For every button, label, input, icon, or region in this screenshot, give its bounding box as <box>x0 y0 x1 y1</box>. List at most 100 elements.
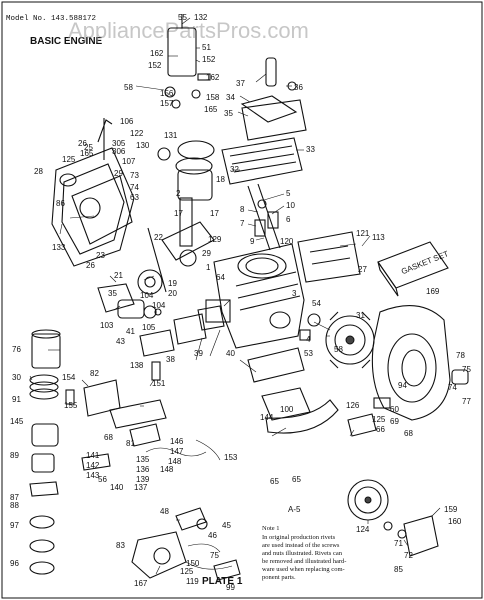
callout-34: 34 <box>226 93 235 102</box>
callout-58: 58 <box>124 83 133 92</box>
callout-55: 55 <box>178 13 187 22</box>
callout-56: 56 <box>98 475 107 484</box>
callout-165b: 165 <box>80 149 94 158</box>
model-number: Model No. 143.588172 <box>6 15 96 23</box>
callout-86: 86 <box>56 199 65 208</box>
callout-25: 25 <box>84 143 93 152</box>
callout-5: 5 <box>286 189 291 198</box>
callout-148: 148 <box>168 457 182 466</box>
callout-48: 48 <box>160 507 169 516</box>
callout-6: 6 <box>286 215 291 224</box>
callout-154: 154 <box>62 373 76 382</box>
callout-65b: 65 <box>270 477 279 486</box>
callout-18: 18 <box>216 175 225 184</box>
callout-41: 41 <box>126 327 135 336</box>
part-gear <box>137 269 163 295</box>
callout-89: 89 <box>10 451 19 460</box>
note-line-5: ware used when replacing com- <box>262 566 345 573</box>
callout-305: 305 <box>112 139 126 148</box>
callout-26b: 26 <box>86 261 95 270</box>
callout-39: 39 <box>194 349 203 358</box>
callout-10: 10 <box>286 201 295 210</box>
note-line-6: ponent parts. <box>262 574 296 581</box>
callout-29: 29 <box>114 169 123 178</box>
callout-77: 77 <box>462 397 471 406</box>
callout-139: 139 <box>136 475 150 484</box>
part-oil-shield <box>265 399 339 434</box>
callout-73: 73 <box>130 171 139 180</box>
callout-43: 43 <box>116 337 125 346</box>
callout-107: 107 <box>122 157 136 166</box>
gasket-set-label: GASKET SET <box>400 249 450 276</box>
callout-122: 122 <box>130 129 144 138</box>
callout-23: 23 <box>96 251 105 260</box>
callout-75b: 75 <box>210 551 219 560</box>
callout-46: 46 <box>208 531 217 540</box>
part-cylinder-block <box>213 243 305 349</box>
callout-68b: 68 <box>104 433 113 442</box>
callout-165: 165 <box>204 105 218 114</box>
callout-137: 137 <box>134 483 148 492</box>
callout-97: 97 <box>10 521 19 530</box>
callout-68: 68 <box>404 429 413 438</box>
callout-30: 30 <box>12 373 21 382</box>
callout-103: 103 <box>100 321 114 330</box>
callout-147: 147 <box>170 447 184 456</box>
callout-8: 8 <box>240 205 245 214</box>
callout-4: 4 <box>306 335 311 344</box>
part-blower-housing <box>371 305 451 421</box>
callout-1: 1 <box>206 263 211 272</box>
callout-129: 129 <box>208 235 222 244</box>
note-line-1: In original production rivets <box>262 534 336 541</box>
watermark: AppliancePartsPros.com <box>68 18 309 43</box>
callout-133: 133 <box>52 243 66 252</box>
callout-33: 33 <box>306 145 315 154</box>
callout-152b: 152 <box>148 61 162 70</box>
part-fuel-tank-bracket <box>297 231 361 283</box>
callout-104c: 104 <box>152 301 166 310</box>
callout-32: 32 <box>230 165 239 174</box>
part-piston <box>177 169 213 201</box>
callout-17b: 17 <box>210 209 219 218</box>
callout-156: 156 <box>160 89 174 98</box>
callout-83: 83 <box>116 541 125 550</box>
callout-144: 144 <box>260 413 274 422</box>
callout-131: 131 <box>164 131 178 140</box>
callout-7: 7 <box>240 219 245 228</box>
callout-143: 143 <box>86 471 100 480</box>
callout-45: 45 <box>222 521 231 530</box>
callout-2: 2 <box>176 189 181 198</box>
note-line-2: are used instead of the screws <box>262 542 340 549</box>
callout-125c: 125 <box>180 567 194 576</box>
part-crankcase-cover <box>51 147 135 267</box>
callout-151: 151 <box>152 379 166 388</box>
callout-148b: 148 <box>160 465 174 474</box>
callout-35: 35 <box>224 109 233 118</box>
callout-28: 28 <box>34 167 43 176</box>
callout-120: 120 <box>280 237 294 246</box>
callout-74: 74 <box>130 183 139 192</box>
callout-135: 135 <box>136 455 150 464</box>
part-cylinder-head <box>221 137 303 185</box>
callout-155: 155 <box>64 401 78 410</box>
callout-158: 158 <box>206 93 220 102</box>
note-line-4: be removed and illustrated hard- <box>262 558 346 565</box>
leader-lines <box>29 17 441 575</box>
callout-31: 31 <box>356 311 365 320</box>
part-crankshaft <box>161 221 215 261</box>
callout-60: 60 <box>390 405 399 414</box>
diagram-title: BASIC ENGINE <box>30 36 103 47</box>
callout-82: 82 <box>90 369 99 378</box>
callout-121: 121 <box>356 229 370 238</box>
callout-100: 100 <box>280 405 294 414</box>
part-filter-element <box>31 333 61 369</box>
callout-38: 38 <box>166 355 175 364</box>
callout-162b: 162 <box>206 73 220 82</box>
callout-66: 66 <box>376 425 385 434</box>
callout-27: 27 <box>358 265 367 274</box>
callout-145: 145 <box>10 417 24 426</box>
callout-104b: 64 <box>216 273 225 282</box>
callout-142: 142 <box>86 461 100 470</box>
callout-106: 106 <box>120 117 134 126</box>
